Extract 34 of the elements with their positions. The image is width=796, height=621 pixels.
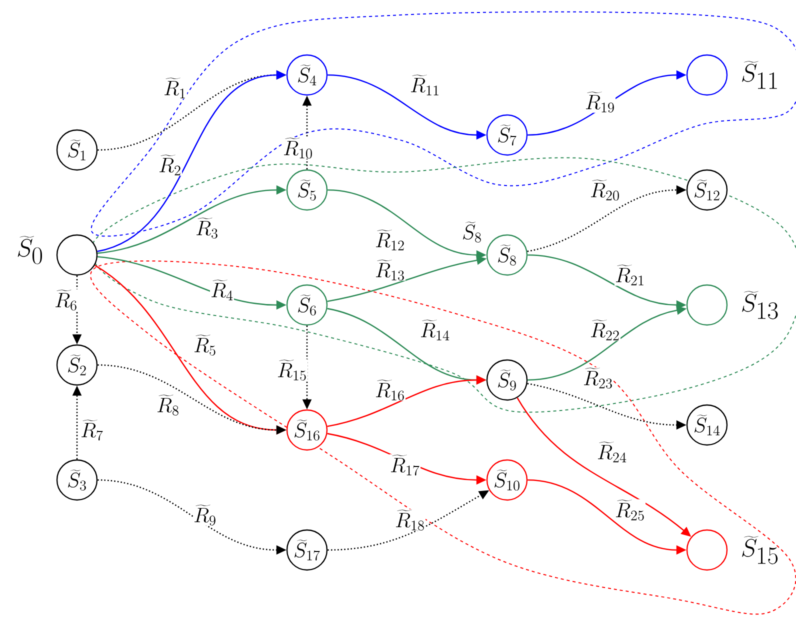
edge-label: $\widetilde{R}_{23}$ (582, 367, 614, 389)
edge-label: $\widetilde{R}_{4}$ (210, 279, 234, 301)
edge-label: $\widetilde{R}_{18}$ (394, 509, 426, 531)
edge-label: $\widetilde{R}_{7}$ (80, 419, 104, 441)
edge-label: $\widetilde{R}_{20}$ (589, 179, 621, 201)
state-label: $\widetilde{S}_{8}$ (463, 222, 481, 243)
edge-label: $\widetilde{R}_{2}$ (158, 154, 182, 176)
edge-label: $\widetilde{R}_{17}$ (389, 454, 421, 476)
edge-label: $\widetilde{R}_{13}$ (374, 259, 406, 281)
edge-label: $\widetilde{R}_{10}$ (282, 137, 314, 159)
edge-label: $\widetilde{R}_{25}$ (614, 499, 646, 521)
edge-label: $\widetilde{R}_{21}$ (614, 264, 646, 286)
empty-circle (686, 54, 728, 96)
edge-label: $\widetilde{R}_{16}$ (374, 379, 406, 401)
edge-label: $\widetilde{R}_{3}$ (195, 217, 219, 239)
edge-label: $\widetilde{R}_{9}$ (193, 504, 217, 526)
edge-label: $\widetilde{R}_{15}$ (276, 359, 308, 381)
edge-label: $\widetilde{R}_{6}$ (54, 289, 78, 311)
edge-label: $\widetilde{R}_{1}$ (163, 77, 187, 99)
state-label: $\widetilde{S}_{13}$ (742, 291, 778, 320)
edge-label: $\widetilde{R}_{12}$ (374, 229, 406, 251)
empty-circle (686, 284, 728, 326)
edge-label: $\widetilde{R}_{24}$ (596, 441, 628, 463)
edge-label: $\widetilde{R}_{19}$ (584, 91, 616, 113)
state-label: $\widetilde{S}_{15}$ (742, 536, 778, 564)
state-label: $\widetilde{S}_{0}$ (18, 236, 42, 264)
edge-label: $\widetilde{R}_{22}$ (589, 319, 621, 341)
state-label: $\widetilde{S}_{11}$ (742, 61, 777, 89)
empty-circle (56, 234, 98, 276)
edge-label: $\widetilde{R}_{11}$ (409, 74, 441, 96)
empty-circle (686, 529, 728, 571)
edge-label: $\widetilde{R}_{5}$ (193, 334, 217, 356)
edge-label: $\widetilde{R}_{8}$ (156, 394, 180, 416)
edge-label: $\widetilde{R}_{14}$ (419, 319, 451, 341)
